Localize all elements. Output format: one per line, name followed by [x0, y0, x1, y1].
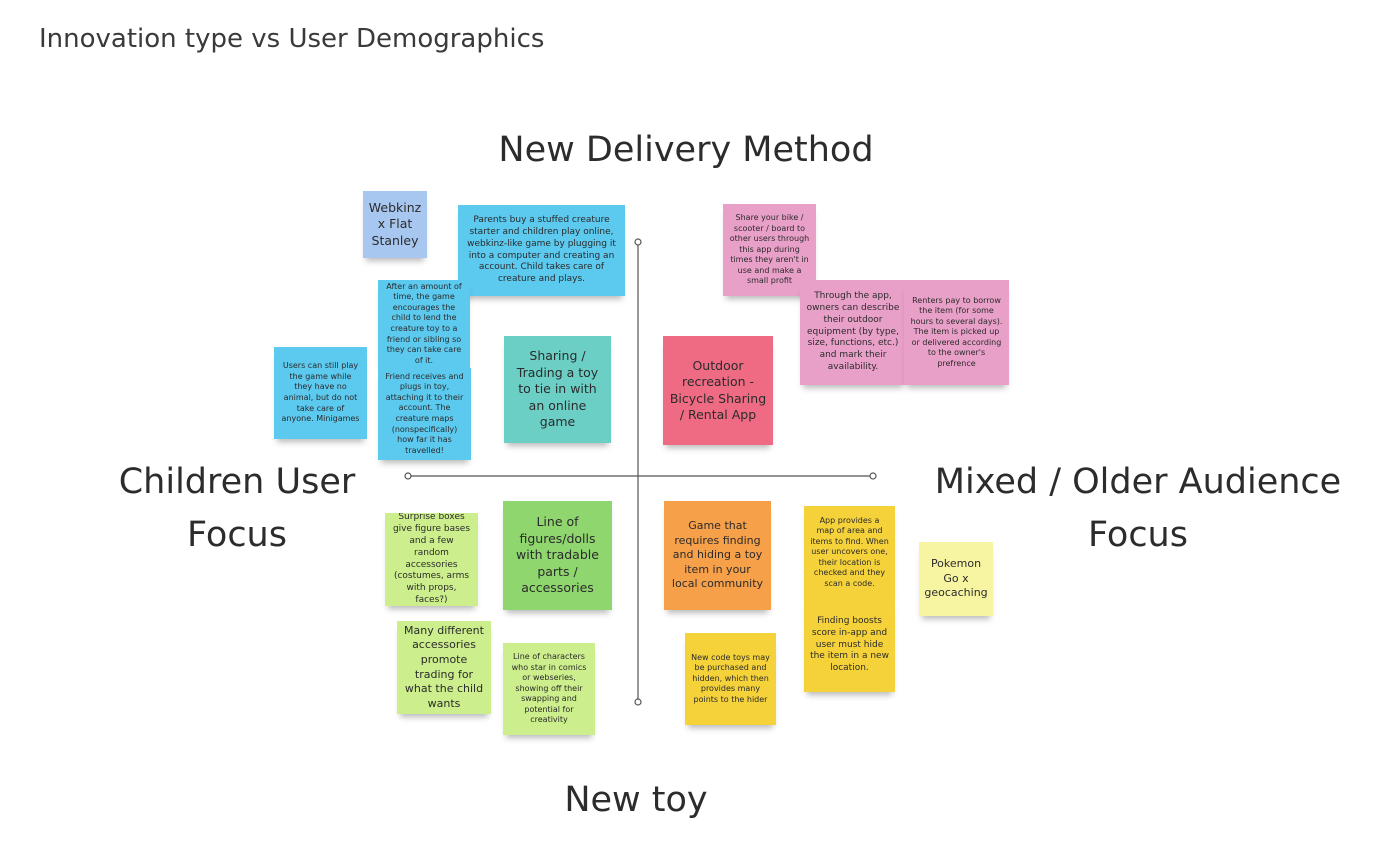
board-title: Innovation type vs User Demographics — [39, 24, 545, 54]
axis-label-bottom: New toy — [564, 780, 708, 820]
sticky-note[interactable]: Many different accessories promote tradi… — [397, 621, 491, 714]
axis-endpoint-bottom — [634, 698, 642, 706]
axis-endpoint-top — [634, 238, 642, 246]
sticky-note[interactable]: New code toys may be purchased and hidde… — [685, 633, 776, 725]
sticky-note-text: Sharing / Trading a toy to tie in with a… — [516, 348, 599, 430]
sticky-note-text: Share your bike / scooter / board to oth… — [729, 213, 810, 286]
sticky-note[interactable]: Line of figures/dolls with tradable part… — [503, 501, 612, 610]
axis-label-left: Children User Focus — [118, 462, 356, 555]
sticky-note[interactable]: App provides a map of area and items to … — [804, 506, 895, 599]
sticky-note-text: Webkinz x Flat Stanley — [368, 199, 422, 248]
sticky-note-text: Many different accessories promote tradi… — [404, 623, 484, 710]
sticky-note-text: Through the app, owners can describe the… — [806, 290, 900, 373]
sticky-note[interactable]: Finding boosts score in-app and user mus… — [804, 599, 895, 692]
sticky-note[interactable]: Friend receives and plugs in toy, attach… — [378, 368, 471, 460]
sticky-note-text: Finding boosts score in-app and user mus… — [810, 615, 889, 674]
axis-label-top: New Delivery Method — [498, 130, 874, 170]
sticky-note[interactable]: Renters pay to borrow the item (for some… — [904, 280, 1009, 385]
sticky-note-text: App provides a map of area and items to … — [810, 515, 889, 588]
sticky-note-text: Line of characters who star in comics or… — [511, 652, 587, 725]
sticky-note-text: Surprise boxes give figure bases and a f… — [392, 513, 471, 606]
axis-label-right: Mixed / Older Audience Focus — [934, 462, 1342, 555]
sticky-note[interactable]: Parents buy a stuffed creature starter a… — [458, 205, 625, 296]
sticky-note-text: New code toys may be purchased and hidde… — [691, 652, 770, 704]
axis-endpoint-left — [404, 472, 412, 480]
sticky-note[interactable]: Game that requires finding and hiding a … — [664, 501, 771, 610]
sticky-note[interactable]: Surprise boxes give figure bases and a f… — [385, 513, 478, 606]
sticky-note[interactable]: Webkinz x Flat Stanley — [363, 191, 427, 258]
sticky-note[interactable]: Pokemon Go x geocaching — [919, 542, 993, 616]
sticky-note-text: Game that requires finding and hiding a … — [671, 519, 764, 591]
sticky-note-text: Parents buy a stuffed creature starter a… — [467, 214, 616, 285]
sticky-note[interactable]: Line of characters who star in comics or… — [503, 643, 595, 735]
sticky-note-text: Friend receives and plugs in toy, attach… — [385, 371, 464, 455]
axis-endpoint-right — [869, 472, 877, 480]
sticky-note-text: Users can still play the game while they… — [281, 361, 360, 424]
sticky-note-text: Pokemon Go x geocaching — [924, 557, 988, 600]
sticky-note[interactable]: After an amount of time, the game encour… — [378, 280, 470, 368]
sticky-note[interactable]: Sharing / Trading a toy to tie in with a… — [504, 336, 611, 443]
sticky-note-text: Line of figures/dolls with tradable part… — [516, 514, 599, 596]
sticky-note[interactable]: Users can still play the game while they… — [274, 347, 367, 439]
sticky-note-text: Outdoor recreation - Bicycle Sharing / R… — [669, 357, 767, 423]
sticky-note-text: After an amount of time, the game encour… — [386, 281, 462, 365]
sticky-note-text: Renters pay to borrow the item (for some… — [910, 295, 1003, 368]
sticky-note[interactable]: Through the app, owners can describe the… — [800, 280, 906, 385]
sticky-note[interactable]: Outdoor recreation - Bicycle Sharing / R… — [663, 336, 773, 445]
